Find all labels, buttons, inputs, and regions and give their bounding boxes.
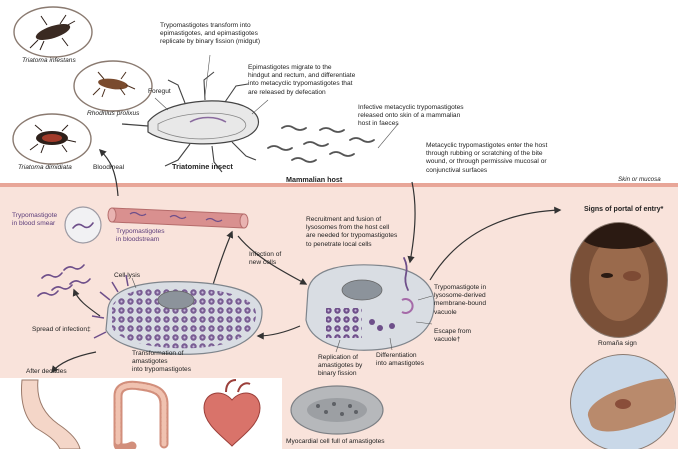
myocardial-cell-micrograph [290,385,384,435]
blood-smear-circle [64,206,102,244]
swollen-eyelid [623,271,641,281]
left-eye [601,273,613,278]
romana-sign-photo [570,222,668,338]
label-mammalian-host: Mammalian host [286,175,343,184]
label-new-cells: Infection of new cells [249,251,282,267]
lesion [615,399,631,409]
label-foregut: Foregut [148,88,171,95]
label-bloodmeal: Bloodmeal [93,164,125,171]
label-romana-sign: Romaña sign [598,340,637,347]
blood-vessel [107,207,249,229]
triatoma-dimidiata-bug-icon [29,124,77,154]
label-cell-lysis: Cell lysis [114,272,141,279]
esophagus-icon [21,379,81,449]
triatoma-dimidiata-oval [12,113,92,165]
label-replication: Replication of amastigotes by binary fis… [318,354,363,378]
species-label-rhodnius-prolixus: Rhodnius prolixus [87,110,140,117]
triatoma-infestans-oval [13,6,93,58]
infected-host-cell [305,257,435,351]
face-illustration [589,237,649,321]
label-spread: Spread of infection‡ [32,326,91,333]
rhodnius-prolixus-bug-icon [92,71,136,98]
label-transformation: Transformation of amastigotes into trypo… [132,350,192,374]
label-released: Infective metacyclic trypomastigotes rel… [358,104,464,128]
label-triatomine-insect: Triatomine insect [172,162,233,171]
label-bloodstream: Trypomastigotes in bloodstream [116,228,165,244]
rhodnius-prolixus-oval [73,60,153,112]
released-trypomastigotes [37,264,91,297]
label-after-decades: After decades [26,368,67,375]
label-transform: Trypomastigotes transform into epimastig… [160,22,261,46]
skin-line [0,183,678,187]
heart-icon [203,379,261,447]
label-recruitment: Recruitment and fusion of lysosomes from… [306,216,398,248]
species-label-triatoma-dimidiata: Triatoma dimidiata [18,164,72,171]
label-skin-or-mucosa: Skin or mucosa [618,176,661,183]
label-portal-title: Signs of portal of entry* [584,206,664,213]
label-migrate: Epimastigotes migrate to the hindgut and… [248,64,356,96]
label-escape: Escape from vacuole† [434,328,472,344]
label-enter: Metacyclic trypomastigotes enter the hos… [426,142,548,174]
label-myocardial: Myocardial cell full of amastigotes [286,438,385,445]
label-differentiation: Differentiation into amastigotes [376,352,425,368]
label-blood-smear: Trypomastigote in blood smear [12,212,58,228]
lysing-cell [91,274,263,355]
hair [581,223,657,249]
species-label-triatoma-infestans: Triatoma infestans [22,57,76,64]
triatomine-insect-illustration [121,71,260,173]
triatoma-infestans-bug-icon [29,14,76,51]
label-vacuole: Trypomastigote in lysosome-derived membr… [434,284,487,316]
colon-icon [113,380,169,449]
chronic-disease-organs [0,378,282,449]
inoculation-chagoma-photo [570,354,676,449]
metacyclic-trypomastigotes [267,125,375,163]
